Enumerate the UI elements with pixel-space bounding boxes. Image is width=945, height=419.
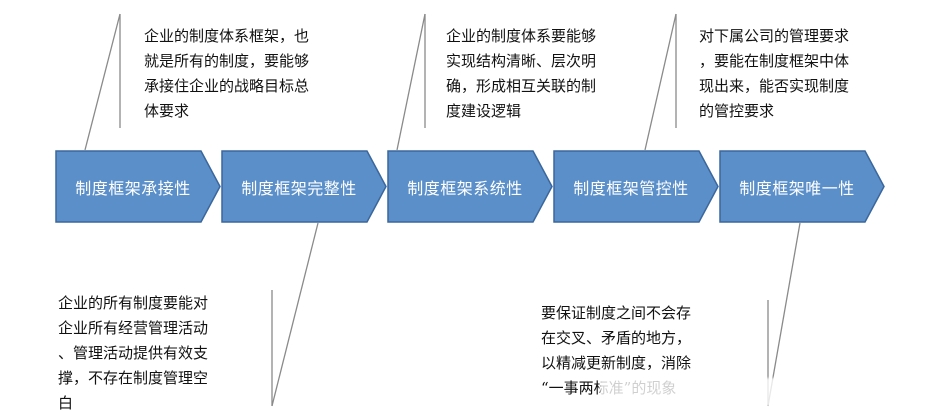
stage-label-5: 制度框架唯一性 bbox=[739, 178, 855, 198]
note-top-1: 企业的制度体系框架，也 就是所有的制度，要能够 承接住企业的战略目标总 体要求 bbox=[144, 27, 310, 120]
connector-bottom-2-diagonal bbox=[767, 222, 801, 407]
note-bottom-2: 要保证制度之间不会存 在交叉、矛盾的地方， 以精减更新制度，消除 “一事两标准”… bbox=[541, 304, 692, 397]
stage-arrow-1: 制度框架承接性 bbox=[55, 150, 221, 223]
connector-top-1-diagonal bbox=[84, 13, 121, 151]
stage-arrow-3: 制度框架系统性 bbox=[387, 150, 553, 223]
note-top-2: 企业的制度体系要能够 实现结构清晰、层次明 确，形成相互关联的制 度建设逻辑 bbox=[446, 27, 597, 120]
stage-label-2: 制度框架完整性 bbox=[241, 178, 357, 198]
stage-arrow-5: 制度框架唯一性 bbox=[719, 150, 885, 223]
note-top-3: 对下属公司的管理要求 ，要能在制度框架中体 现出来，能否实现制度 的管控要求 bbox=[699, 27, 850, 120]
connector-top-2-diagonal bbox=[396, 13, 426, 151]
stage-arrow-2: 制度框架完整性 bbox=[221, 150, 387, 223]
connector-bottom-1-diagonal bbox=[271, 222, 319, 407]
stage-arrow-4: 制度框架管控性 bbox=[553, 150, 719, 223]
stage-label-4: 制度框架管控性 bbox=[573, 178, 689, 198]
stage-label-3: 制度框架系统性 bbox=[407, 178, 523, 198]
stage-label-1: 制度框架承接性 bbox=[75, 178, 191, 198]
watermark-blur bbox=[600, 378, 830, 406]
note-bottom-1: 企业的所有制度要能对 企业所有经营管理活动 、管理活动提供有效支 撑，不存在制度… bbox=[58, 294, 209, 412]
connector-top-3-diagonal bbox=[644, 13, 677, 151]
